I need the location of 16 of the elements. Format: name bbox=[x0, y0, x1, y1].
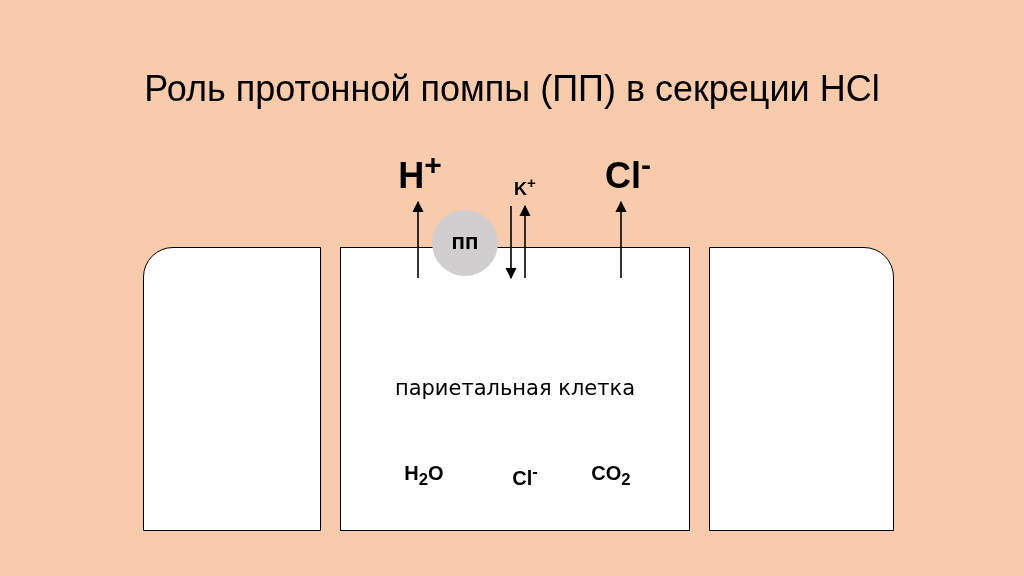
cell-outline bbox=[340, 247, 690, 531]
molecule-label: H$_{2}$O bbox=[404, 462, 444, 490]
molecule-label: Cl$^{-}$ bbox=[512, 462, 538, 490]
molecule-label: CO$_{2}$ bbox=[591, 462, 631, 490]
ion-label: Cl$^{-}$ bbox=[605, 147, 651, 197]
cell-label: париетальная клетка bbox=[393, 376, 637, 400]
arrow bbox=[615, 200, 627, 279]
ion-label: H$^{+}$ bbox=[398, 147, 442, 197]
arrow bbox=[519, 204, 531, 279]
slide-title: Роль протонной помпы (ПП) в секреции HCl bbox=[143, 68, 881, 110]
pump-circle: ПП bbox=[432, 210, 498, 276]
cell-outline bbox=[143, 247, 321, 531]
arrow bbox=[505, 205, 517, 280]
arrow bbox=[412, 200, 424, 279]
cell-outline bbox=[709, 247, 894, 531]
ion-label: K$^{+}$ bbox=[514, 174, 536, 200]
